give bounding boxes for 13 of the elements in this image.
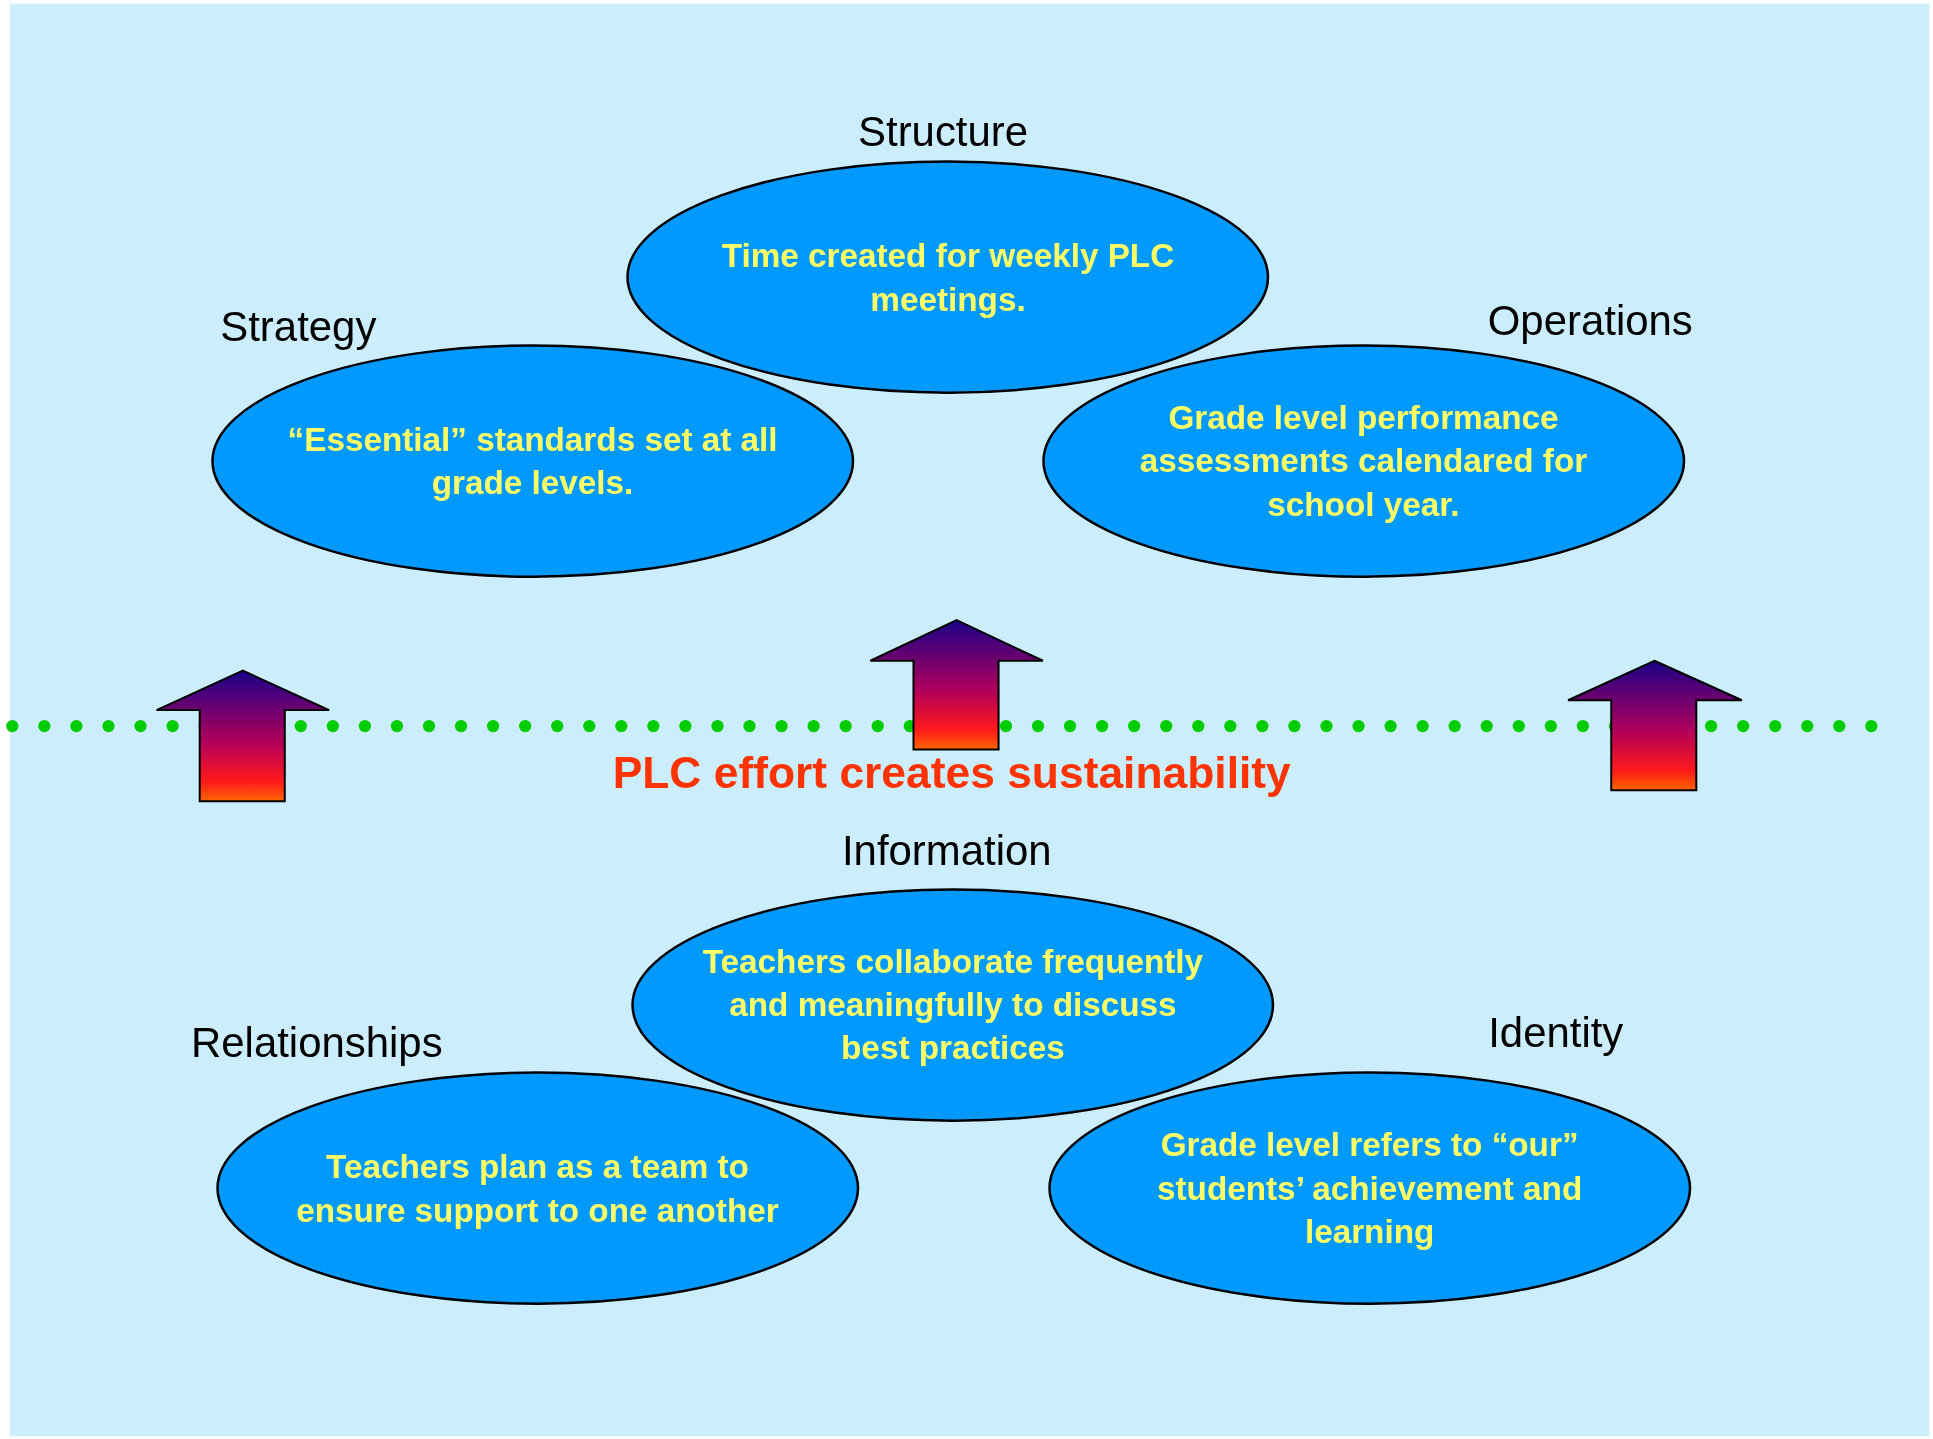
ellipse-text: Teachers plan as a team to ensure support to one another (295, 1147, 780, 1231)
category-heading: Operations (1487, 297, 1693, 344)
ellipse-text: “Essential” standards set at all grade levels. (286, 419, 779, 504)
category-heading: Information (841, 827, 1052, 874)
ellipse-text: Teachers collaborate frequently and meaningfully to discuss best practices (701, 941, 1205, 1069)
category-heading: Structure (858, 108, 1029, 155)
ellipse-text: Time created for weekly PLC meetings. (720, 236, 1176, 320)
ellipse-text: Grade level performance assessments calendared for school year. (1138, 398, 1589, 525)
category-heading: Relationships (191, 1019, 443, 1066)
category-heading: Identity (1488, 1010, 1624, 1057)
ellipse-text: Grade level refers to “our” students’ achievement and learning (1156, 1125, 1584, 1252)
category-heading: Strategy (220, 303, 377, 350)
caption-text: PLC effort creates sustainability (612, 747, 1291, 798)
